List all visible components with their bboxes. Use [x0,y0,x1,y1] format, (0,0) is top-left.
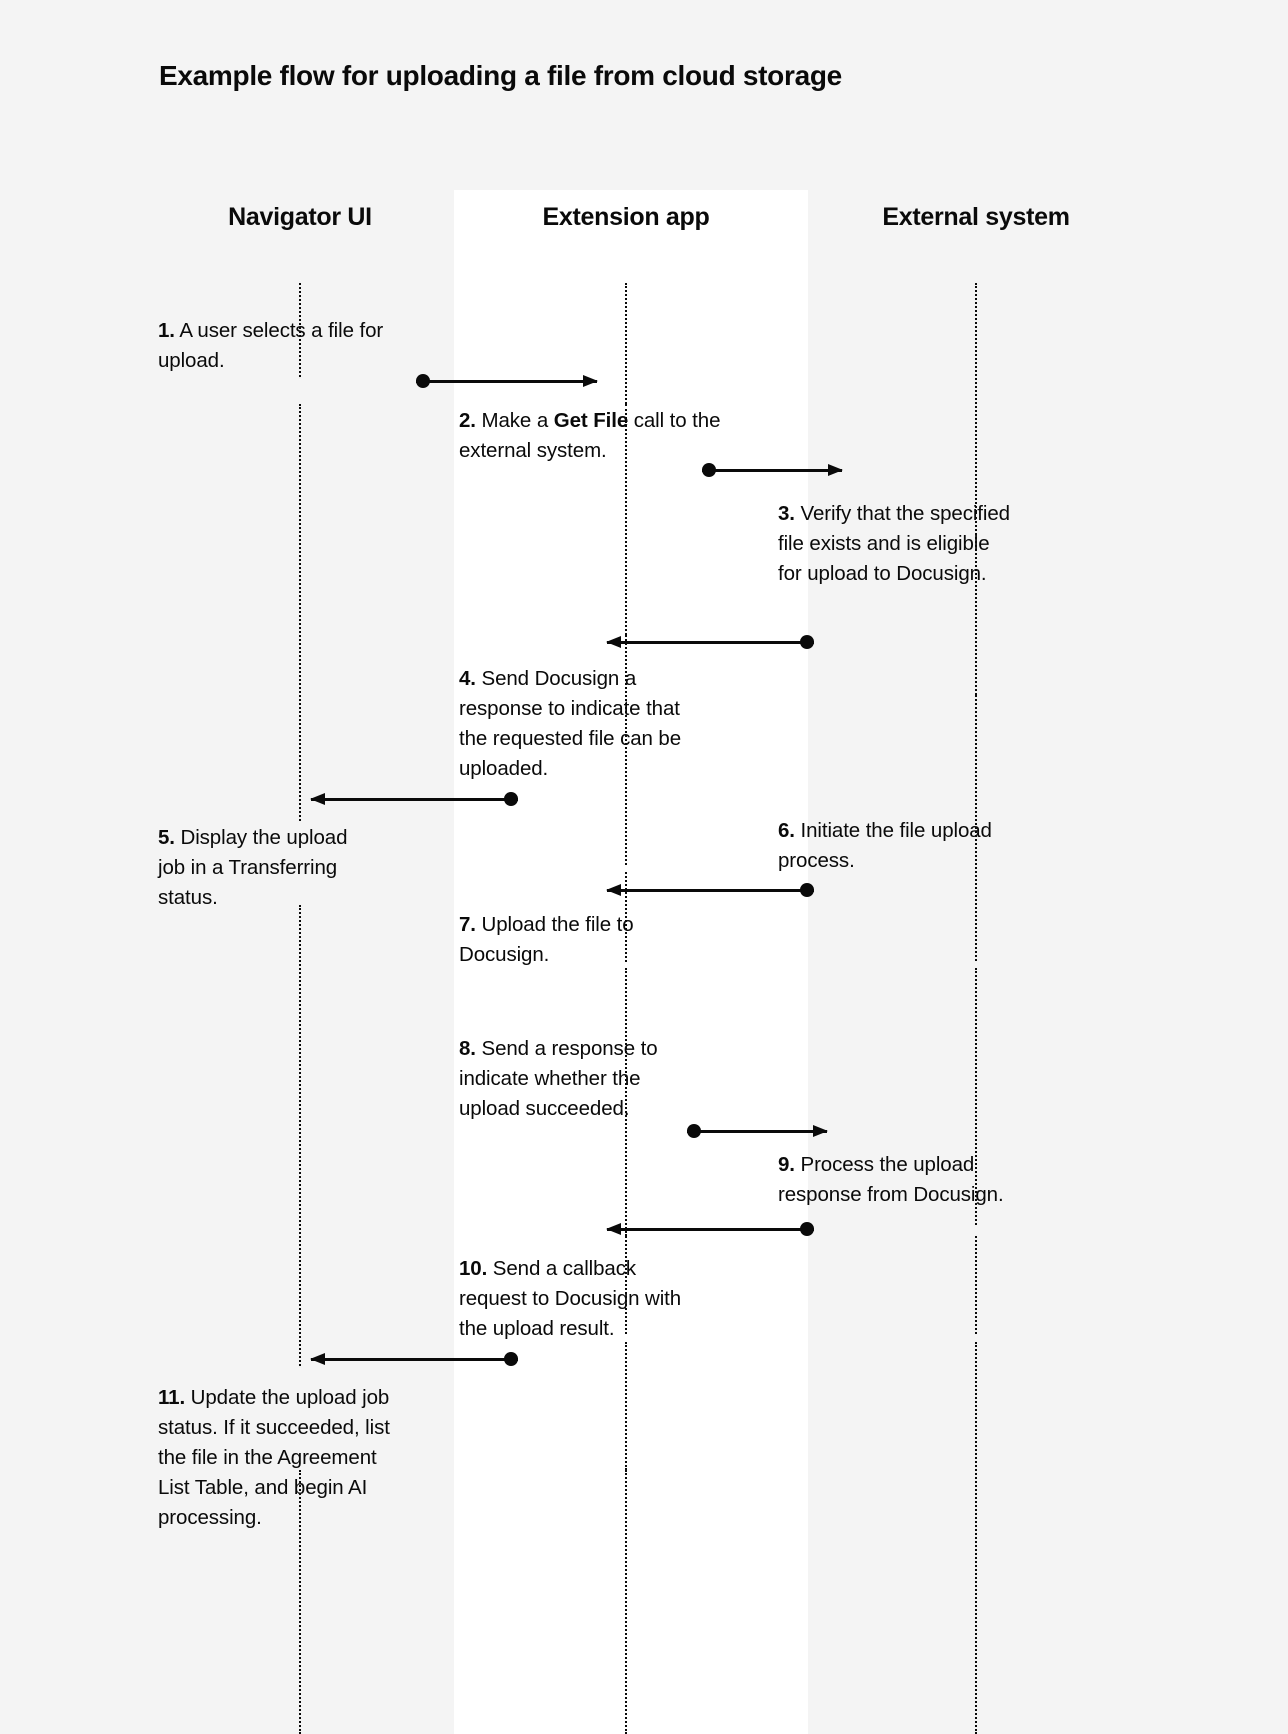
arrow-head [310,792,325,805]
step-number: 11. [158,1386,186,1409]
step-text-8: 8. Send a response to indicate whether t… [459,1034,684,1124]
lane-header-navigator-ui: Navigator UI [228,203,372,231]
arrow-shaft [311,1358,518,1361]
step-text-2: 2. Make a Get File call to the external … [459,406,729,466]
lifeline-external-system [975,1236,977,1334]
arrow-head [813,1124,828,1137]
step-body: Display the upload job in a Transferring… [158,826,348,909]
arrow-head [606,635,621,648]
arrow-shaft [416,380,597,383]
step-number: 10. [459,1257,488,1280]
message-arrow-2 [702,463,843,477]
step-number: 9. [778,1153,795,1176]
arrow-head [828,463,843,476]
lifeline-extension-app [625,1470,627,1734]
arrow-head [606,883,621,896]
step-body: Send Docusign a response to indicate tha… [459,667,682,780]
arrow-shaft [702,469,842,472]
step-number: 7. [459,913,476,936]
arrow-origin-dot [800,1222,814,1236]
lifeline-extension-app [625,635,627,865]
lifeline-external-system [975,1342,977,1734]
lifeline-extension-app [625,872,627,962]
lifeline-extension-app [625,968,627,1236]
step-body: Send a callback request to Docusign with… [459,1257,682,1340]
step-text-10: 10. Send a callback request to Docusign … [459,1254,689,1344]
step-body-cont: call to the external system. [459,409,721,462]
lifeline-extension-app [625,1236,627,1334]
step-body: Send a response to indicate whether the … [459,1037,658,1120]
lane-header-extension-app: Extension app [542,203,710,231]
lifeline-external-system [975,512,977,695]
arrow-origin-dot [800,883,814,897]
step-text-3: 3. Verify that the specified file exists… [778,499,1018,589]
lifeline-external-system [975,968,977,1225]
step-number: 1. [158,319,175,342]
arrow-origin-dot [416,374,430,388]
arrow-shaft [607,1228,814,1231]
lifeline-navigator-ui [299,283,301,377]
lifeline-external-system [975,695,977,961]
step-emphasis: Get File [553,409,629,432]
step-text-5: 5. Display the upload job in a Transferr… [158,823,373,913]
step-text-11: 11. Update the upload job status. If it … [158,1383,408,1533]
arrow-shaft [311,798,518,801]
step-body: Initiate the file upload process. [778,819,992,872]
step-number: 8. [459,1037,476,1060]
step-body: Process the upload response from Docusig… [778,1153,1004,1206]
step-text-4: 4. Send Docusign a response to indicate … [459,664,694,784]
message-arrow-6 [687,1124,828,1138]
lifeline-external-system [975,283,977,512]
lifeline-navigator-ui [299,905,301,1366]
step-number: 4. [459,667,476,690]
step-text-1: 1. A user selects a file for upload. [158,316,408,376]
step-body: Verify that the specified file exists an… [778,502,1010,585]
arrow-origin-dot [687,1124,701,1138]
arrow-shaft [607,889,814,892]
extension-app-lane-background [454,190,808,1734]
message-arrow-4 [310,792,518,806]
message-arrow-5 [606,883,814,897]
page-title: Example flow for uploading a file from c… [159,60,842,91]
step-body: Update the upload job status. If it succ… [158,1386,390,1529]
arrow-shaft [687,1130,827,1133]
arrow-origin-dot [504,792,518,806]
arrow-origin-dot [702,463,716,477]
lane-header-external-system: External system [882,203,1070,231]
lifeline-extension-app [625,404,627,635]
message-arrow-7 [606,1222,814,1236]
step-number: 2. [459,409,476,432]
step-text-9: 9. Process the upload response from Docu… [778,1150,1028,1210]
arrow-origin-dot [504,1352,518,1366]
lifeline-extension-app [625,283,627,404]
arrow-head [606,1222,621,1235]
arrow-origin-dot [800,635,814,649]
message-arrow-3 [606,635,814,649]
lifeline-extension-app [625,1342,627,1470]
step-number: 5. [158,826,175,849]
step-number: 6. [778,819,795,842]
arrow-shaft [607,641,814,644]
step-number: 3. [778,502,795,525]
step-body: A user selects a file for upload. [158,319,384,372]
message-arrow-1 [416,374,598,388]
step-body: Upload the file to Docusign. [459,913,634,966]
step-body: Make a [475,409,554,432]
message-arrow-8 [310,1352,518,1366]
step-text-6: 6. Initiate the file upload process. [778,816,1023,876]
arrow-head [583,374,598,387]
lifeline-navigator-ui [299,404,301,821]
arrow-head [310,1352,325,1365]
step-text-7: 7. Upload the file to Docusign. [459,910,674,970]
lifeline-navigator-ui [299,1470,301,1734]
